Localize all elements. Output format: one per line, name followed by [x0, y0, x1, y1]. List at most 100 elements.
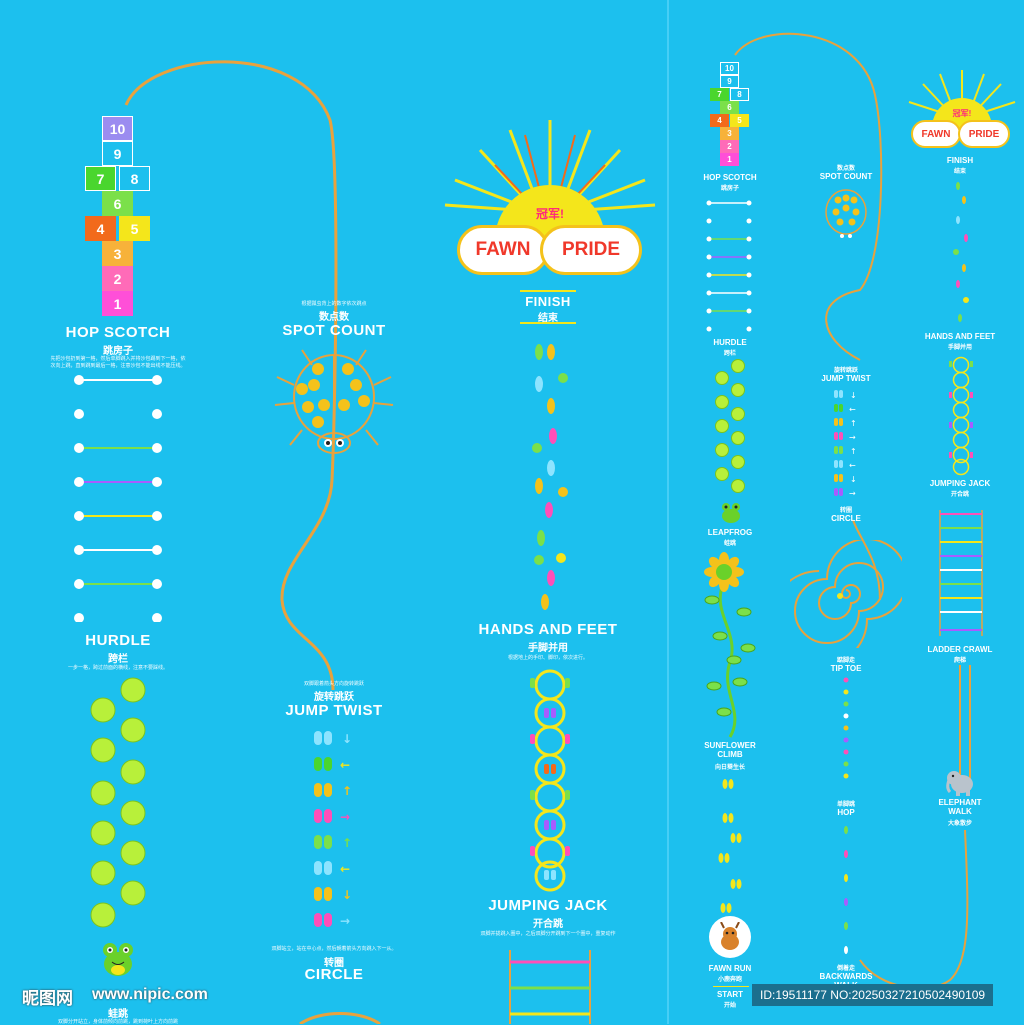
jumping-jack-title: JUMPING JACK [488, 897, 608, 914]
image-id-bar: ID:19511177 NO:20250327210502490109 [752, 984, 994, 1006]
leapfrog-desc: 双脚分开站立，身体前倾向前跳，跳到荷叶上方向前跳 [57, 1019, 179, 1025]
backwards-walk-title-1: BACKWARDS [819, 972, 873, 981]
small-hopscotch-subtitle: 跳房子 [720, 186, 740, 192]
small-cell-1: 1 [720, 153, 739, 166]
start-line [713, 986, 749, 987]
svg-text:↓: ↓ [850, 391, 857, 400]
backwards-walk-subtitle: 倒着走 [836, 966, 856, 972]
finish-subtitle: 结束 [538, 313, 558, 324]
small-jumping-jack-subtitle: 开合跳 [950, 492, 970, 498]
svg-text:←: ← [340, 862, 350, 876]
ladder-crawl-subtitle: 爬梯 [953, 658, 967, 664]
watermark-url: www.nipic.com [92, 986, 208, 1003]
frog-icon [100, 938, 136, 978]
finish-title: FINISH [525, 294, 571, 309]
small-hurdle-title: HURDLE [713, 338, 747, 347]
hopscotch-desc-2: 次向上跳，直到跳到最后一格，注意沙包不能出线不能压线。 [50, 363, 186, 369]
small-banner-badge-text: 冠军! [952, 109, 972, 118]
jump-twist-desc: 双脚跟着箭头方向旋转跳跃 [303, 681, 365, 687]
ladder-crawl-title: LADDER CRAWL [927, 645, 993, 654]
hands-feet-prints [532, 344, 568, 610]
small-cell-3: 3 [720, 127, 739, 140]
ladder-crawl-ladder [939, 510, 983, 636]
small-hurdle-subtitle: 跨栏 [723, 351, 737, 357]
hands-feet-title: HANDS AND FEET [478, 621, 618, 638]
spot-count-title: SPOT COUNT [282, 322, 386, 339]
hands-feet-desc: 根据地上的手印、脚印，依次进行。 [507, 655, 589, 661]
elephant-walk-title-2: WALK [948, 807, 972, 816]
hop-title: HOP [837, 808, 855, 817]
small-cell-7: 7 [710, 88, 729, 101]
small-cell-5: 5 [730, 114, 749, 127]
ladybug-icon [274, 349, 394, 454]
svg-text:←: ← [849, 461, 856, 470]
small-jumping-jack-title: JUMPING JACK [929, 479, 991, 488]
sunflower-title-2: CLIMB [717, 750, 743, 759]
hop-prints [844, 826, 848, 954]
small-cloud-right: PRIDE [958, 120, 1010, 148]
hopscotch-cell-7: 7 [85, 166, 116, 191]
small-jump-twist-prints: ↓←↑→↑←↓→ [834, 390, 857, 498]
small-spot-count-title: SPOT COUNT [819, 172, 873, 181]
jumping-jack-subtitle: 开合跳 [533, 919, 563, 930]
hopscotch-cell-4: 4 [85, 216, 116, 241]
svg-text:↑: ↑ [850, 419, 857, 428]
small-hurdle-ladder [706, 200, 752, 332]
hopscotch-cell-8: 8 [119, 166, 150, 191]
ladder-bottom [509, 950, 591, 1024]
hopscotch-cell-5: 5 [119, 216, 150, 241]
spot-count-subtitle: 数点数 [319, 312, 349, 323]
hopscotch-cell-3: 3 [102, 241, 133, 266]
svg-text:↑: ↑ [342, 836, 352, 850]
hopscotch-cell-10: 10 [102, 116, 133, 141]
small-hands-feet-subtitle: 手脚并用 [947, 345, 973, 351]
banner-pride: PRIDE [561, 239, 621, 260]
hopscotch-cell-2: 2 [102, 266, 133, 291]
hurdle-title: HURDLE [85, 632, 151, 649]
svg-text:↓: ↓ [342, 732, 352, 746]
small-cell-4: 4 [710, 114, 729, 127]
small-finish-title: FINISH [946, 156, 974, 165]
jumping-jack-rings [530, 669, 570, 892]
svg-text:←: ← [849, 405, 856, 414]
svg-text:→: → [849, 433, 856, 442]
small-hands-feet-prints [953, 182, 969, 322]
hurdle-desc: 一步一格，跨过前面的横线，注意不要踩线。 [67, 665, 169, 671]
svg-text:↑: ↑ [850, 447, 857, 456]
hands-feet-subtitle: 手脚并用 [528, 643, 568, 654]
small-hands-feet-title: HANDS AND FEET [924, 332, 996, 341]
small-circle-title: CIRCLE [831, 514, 861, 523]
small-banner-pride: PRIDE [968, 128, 1000, 140]
small-spot-count-subtitle: 数点数 [836, 166, 856, 172]
small-cell-8: 8 [730, 88, 749, 101]
hopscotch-title: HOP SCOTCH [65, 324, 171, 341]
svg-text:←: ← [340, 758, 350, 772]
small-banner-fawn: FAWN [921, 128, 951, 140]
small-lilypad-path [715, 359, 745, 493]
hopscotch-cell-1: 1 [102, 291, 133, 316]
small-jump-twist-subtitle: 旋转跳跃 [833, 368, 859, 374]
jumping-jack-desc: 双脚并拢跳入圈中，之后双脚分开跳到下一个圈中，重复动作 [480, 931, 616, 937]
tip-toe-dots [843, 677, 849, 779]
small-frog-icon [720, 500, 742, 524]
watermark-brand: 昵图网 [22, 989, 73, 1008]
fawn-run-subtitle: 小鹿奔跑 [717, 977, 743, 983]
circle-desc: 双脚站立，站在中心点，然后朝着箭头方向跳入下一从。 [271, 946, 397, 952]
finish-line [520, 290, 576, 292]
cloud-right: PRIDE [540, 225, 642, 275]
sunflower-icon [704, 552, 756, 738]
small-ladybug-icon [825, 189, 867, 238]
finish-line-2 [520, 322, 576, 324]
sunflower-subtitle: 向日葵生长 [714, 765, 746, 771]
small-jump-twist-title: JUMP TWIST [821, 374, 871, 383]
circle-title: CIRCLE [304, 966, 364, 983]
lilypad-path [90, 677, 146, 928]
small-cell-9: 9 [720, 75, 739, 88]
hopscotch-desc-1: 先把沙包扔到第一格，然后单脚跳入并将沙包踢到下一格，依 [50, 356, 186, 362]
jump-twist-subtitle: 旋转跳跃 [314, 692, 354, 703]
tip-toe-subtitle: 踮脚走 [836, 658, 856, 664]
start-title: START [716, 990, 744, 999]
svg-text:↓: ↓ [850, 475, 857, 484]
small-jumping-jack-rings [949, 356, 973, 476]
jump-twist-footprints: ↓← ↑→ ↑← ↓→ [314, 731, 352, 928]
